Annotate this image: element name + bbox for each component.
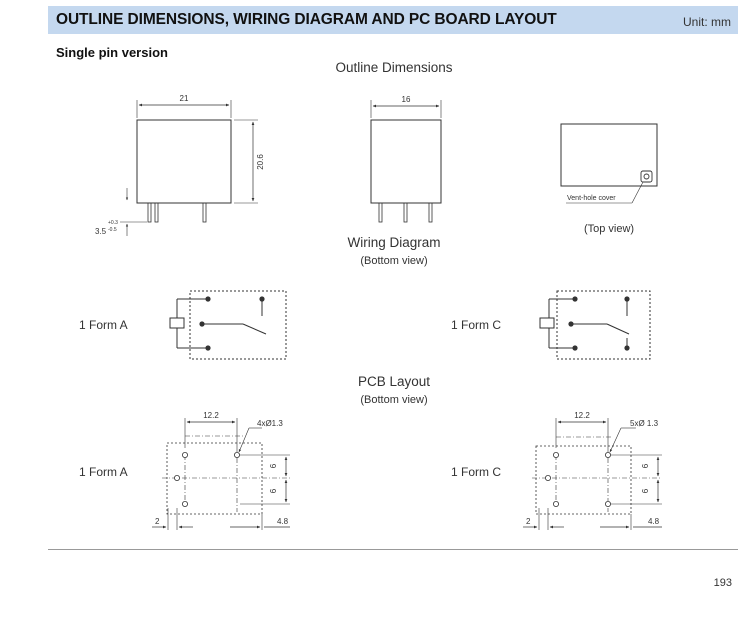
outline-side-view: [370, 100, 442, 223]
outline-dimensions-title: Outline Dimensions: [335, 60, 453, 75]
unit-label: Unit: mm: [683, 15, 731, 29]
pcb-layout-title: PCB Layout: [357, 374, 431, 389]
wiring-diagram-subtitle: (Bottom view): [360, 255, 428, 267]
pcb-c-span: 12.2: [574, 411, 590, 420]
wiring-form-a-label: 1 Form A: [79, 318, 128, 332]
pcb-a-pitch-1: 6: [269, 463, 278, 468]
pcb-c-holes: 5xØ 1.3: [630, 419, 659, 428]
dim-side-width: 16: [402, 95, 411, 104]
pcb-form-c-label: 1 Form C: [451, 465, 502, 479]
pcb-a-pitch-2: 6: [269, 488, 278, 493]
pcb-c-right-offset: 4.8: [648, 517, 660, 526]
wiring-form-a-diagram: [169, 290, 287, 360]
pcb-a-holes: 4xØ1.3: [257, 419, 283, 428]
pcb-c-pitch-1: 6: [641, 463, 650, 468]
dim-pin-length: 3.5: [95, 227, 107, 236]
pcb-a-right-offset: 4.8: [277, 517, 289, 526]
vent-hole-cover-label: Vent-hole cover: [567, 195, 616, 202]
page-number: 193: [713, 577, 732, 589]
footer-rule: [48, 549, 738, 550]
pcb-form-a-label: 1 Form A: [79, 465, 128, 479]
section-header-bar: [48, 6, 738, 34]
top-view-label: (Top view): [584, 223, 634, 235]
pcb-layout-subtitle: (Bottom view): [360, 394, 428, 406]
variant-heading: Single pin version: [56, 45, 168, 60]
dim-height: 20.6: [256, 154, 265, 170]
wiring-form-c-diagram: [539, 290, 651, 360]
pcb-form-a-layout: [152, 418, 290, 530]
pcb-form-c-layout: [523, 418, 662, 530]
wiring-form-c-terminals: [568, 296, 630, 351]
dim-pin-tol-plus: +0.3: [108, 220, 118, 226]
wiring-diagram-title: Wiring Diagram: [347, 235, 441, 250]
pcb-c-left-offset: 2: [526, 517, 531, 526]
outline-front-view: [120, 100, 258, 236]
section-title: OUTLINE DIMENSIONS, WIRING DIAGRAM AND P…: [56, 11, 557, 28]
pcb-a-left-offset: 2: [155, 517, 160, 526]
outline-top-view: [560, 123, 658, 204]
pcb-c-pitch-2: 6: [641, 488, 650, 493]
pcb-a-span: 12.2: [203, 411, 219, 420]
dim-pin-tol-minus: -0.5: [108, 227, 117, 233]
wiring-form-c-label: 1 Form C: [451, 318, 502, 332]
wiring-form-a-terminals: [199, 296, 265, 351]
dim-front-width: 21: [180, 94, 189, 103]
